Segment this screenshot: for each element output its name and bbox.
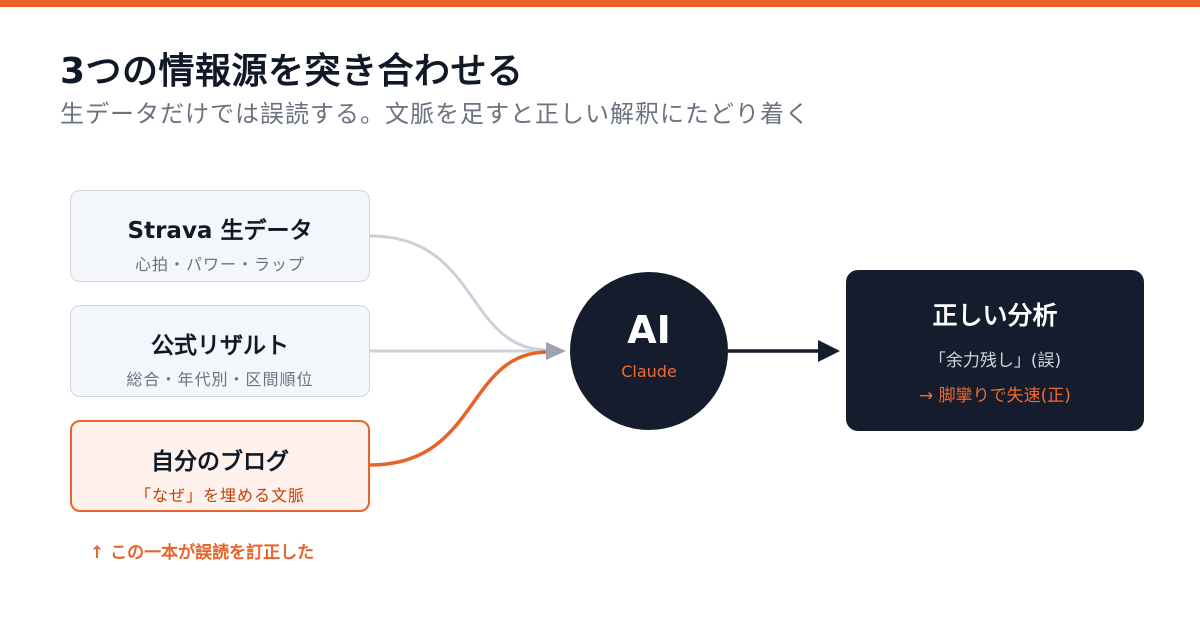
source-subtitle: 総合・年代別・区間順位: [126, 370, 314, 389]
source-title: 自分のブログ: [151, 449, 289, 475]
source-box-strava: Strava 生データ 心拍・パワー・ラップ: [70, 190, 370, 282]
connector-strava: [369, 234, 549, 352]
result-wrong-reading: 「余力残し」(誤): [928, 351, 1062, 371]
result-correct-reading: → 脚攣りで失速(正): [919, 386, 1071, 406]
source-title: 公式リザルト: [151, 333, 289, 359]
connector-blog: [369, 350, 549, 467]
source-subtitle: 「なぜ」を埋める文脈: [134, 486, 305, 505]
ai-label: AI: [627, 308, 671, 352]
result-title: 正しい分析: [932, 301, 1058, 330]
source-subtitle: 心拍・パワー・ラップ: [134, 255, 305, 274]
ai-node: AI Claude: [570, 272, 728, 430]
result-box: 正しい分析 「余力残し」(誤) → 脚攣りで失速(正): [846, 270, 1144, 431]
arrowhead-into-ai: [546, 342, 566, 360]
ai-model-name: Claude: [621, 362, 677, 381]
source-box-official-results: 公式リザルト 総合・年代別・区間順位: [70, 305, 370, 397]
page-subtitle: 生データだけでは誤読する。文脈を足すと正しい解釈にたどり着く: [60, 100, 810, 128]
blog-callout-note: ↑ この一本が誤読を訂正した: [90, 543, 315, 563]
top-accent-bar: [0, 0, 1200, 7]
source-box-blog: 自分のブログ 「なぜ」を埋める文脈: [70, 420, 370, 512]
source-title: Strava 生データ: [127, 218, 313, 244]
arrowhead-into-result: [818, 340, 840, 362]
page-title: 3つの情報源を突き合わせる: [60, 51, 524, 92]
